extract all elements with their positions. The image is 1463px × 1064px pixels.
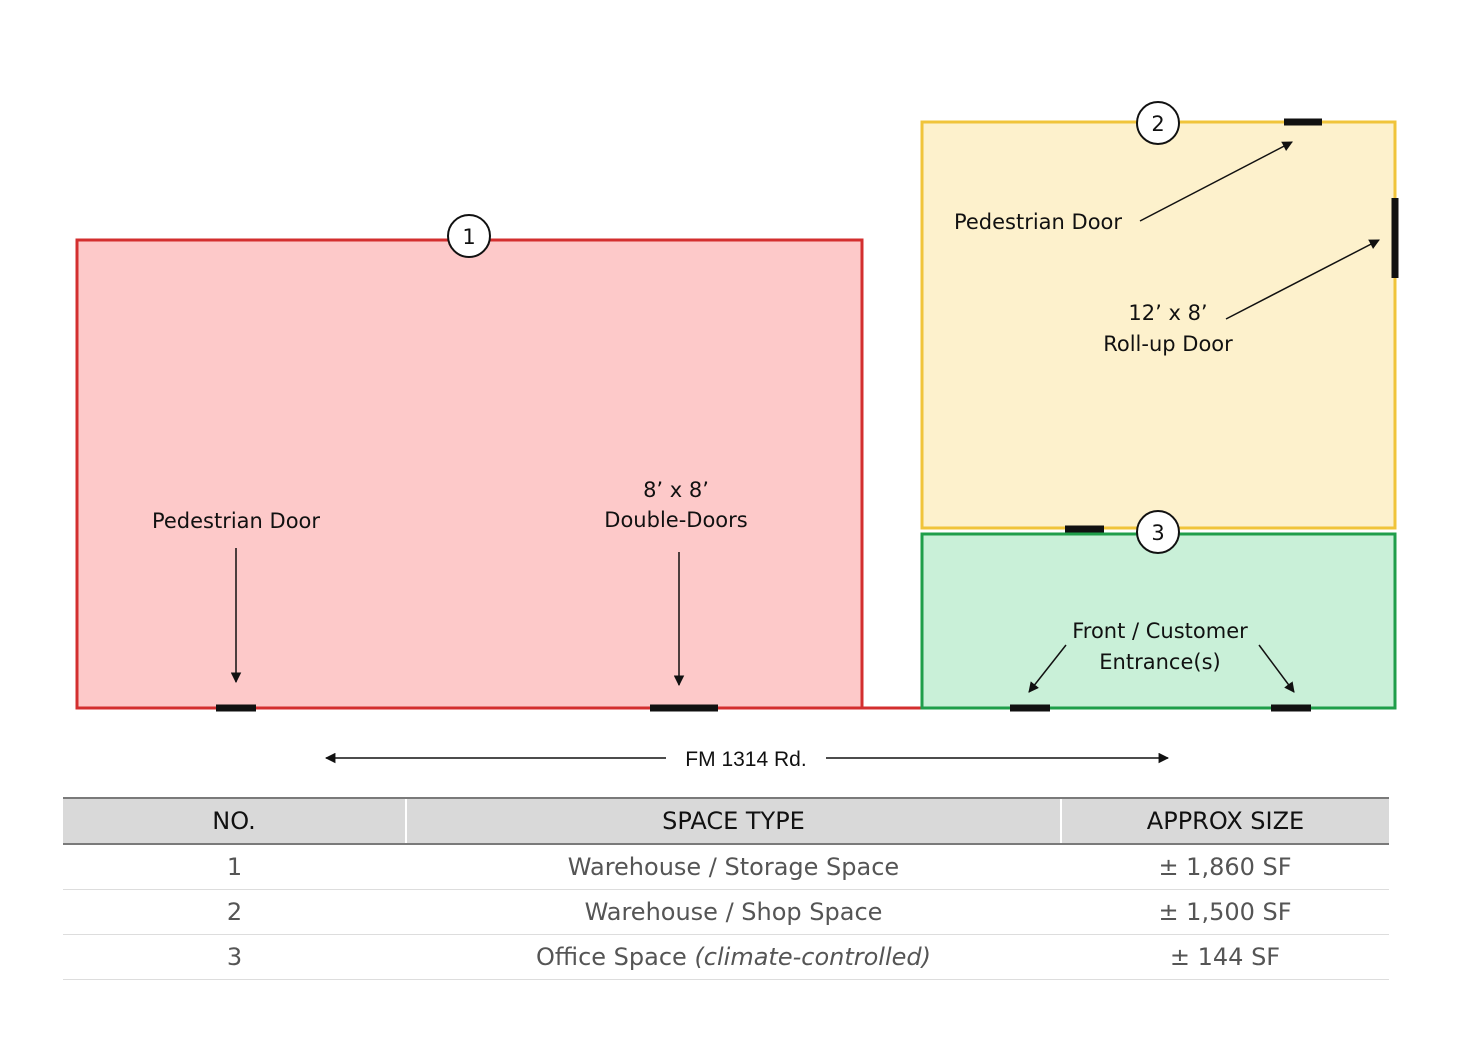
arrow-space-3-left-entrance — [1028, 644, 1067, 693]
header-approx-size: APPROX SIZE — [1060, 797, 1389, 845]
space-2-area — [920, 120, 1397, 530]
header-space-type: SPACE TYPE — [405, 797, 1061, 845]
row-3-type-text: Office Space — [535, 943, 687, 971]
space-3-area — [920, 532, 1397, 710]
space-3-entrance-line1: Front / Customer — [1072, 619, 1248, 643]
header-no: NO. — [63, 797, 406, 845]
row-2-no: 2 — [63, 889, 406, 935]
table-row: 3 Office Space (climate-controlled) ± 14… — [63, 934, 1389, 980]
table-row: 2 Warehouse / Shop Space ± 1,500 SF — [63, 889, 1389, 935]
marker-2: 2 — [1136, 101, 1180, 145]
row-1-size: ± 1,860 SF — [1061, 844, 1389, 890]
row-1-no: 1 — [63, 844, 406, 890]
row-2-type-text: Warehouse / Shop Space — [584, 898, 883, 926]
arrow-space-2-pedestrian — [1139, 141, 1293, 222]
space-3-entrance-line2: Entrance(s) — [1099, 650, 1220, 674]
arrow-space-2-rollup — [1225, 239, 1380, 320]
marker-1-label: 1 — [462, 225, 475, 249]
row-1-type-text: Warehouse / Storage Space — [567, 853, 900, 881]
space-1-pedestrian-door-label: Pedestrian Door — [152, 509, 320, 533]
row-1-type: Warehouse / Storage Space — [406, 844, 1061, 890]
table-row: 1 Warehouse / Storage Space ± 1,860 SF — [63, 844, 1389, 890]
space-1-double-doors-size: 8’ x 8’ — [643, 478, 709, 502]
marker-3: 3 — [1136, 510, 1180, 554]
space-2-pedestrian-door-label: Pedestrian Door — [954, 210, 1122, 234]
table-header-row: NO. SPACE TYPE APPROX SIZE — [63, 797, 1389, 845]
row-3-type-note: (climate-controlled) — [694, 943, 932, 971]
space-1-area — [75, 238, 864, 710]
row-3-size: ± 144 SF — [1061, 934, 1389, 980]
marker-2-label: 2 — [1151, 112, 1164, 136]
floor-plan: 1 2 3 Pedestrian Door 8’ x 8’ Double-Doo… — [75, 101, 1399, 771]
arrow-space-3-right-entrance — [1258, 644, 1295, 693]
marker-1: 1 — [447, 214, 491, 258]
row-2-type: Warehouse / Shop Space — [406, 889, 1061, 935]
marker-3-label: 3 — [1151, 521, 1164, 545]
row-3-no: 3 — [63, 934, 406, 980]
space-2-rollup-label: Roll-up Door — [1103, 332, 1233, 356]
row-3-type: Office Space (climate-controlled) — [406, 934, 1061, 980]
space-table: NO. SPACE TYPE APPROX SIZE 1 Warehouse /… — [63, 797, 1389, 980]
space-2-rollup-size: 12’ x 8’ — [1128, 301, 1207, 325]
space-1-double-doors-label: Double-Doors — [604, 508, 747, 532]
row-2-size: ± 1,500 SF — [1061, 889, 1389, 935]
road-label: FM 1314 Rd. — [685, 748, 806, 771]
